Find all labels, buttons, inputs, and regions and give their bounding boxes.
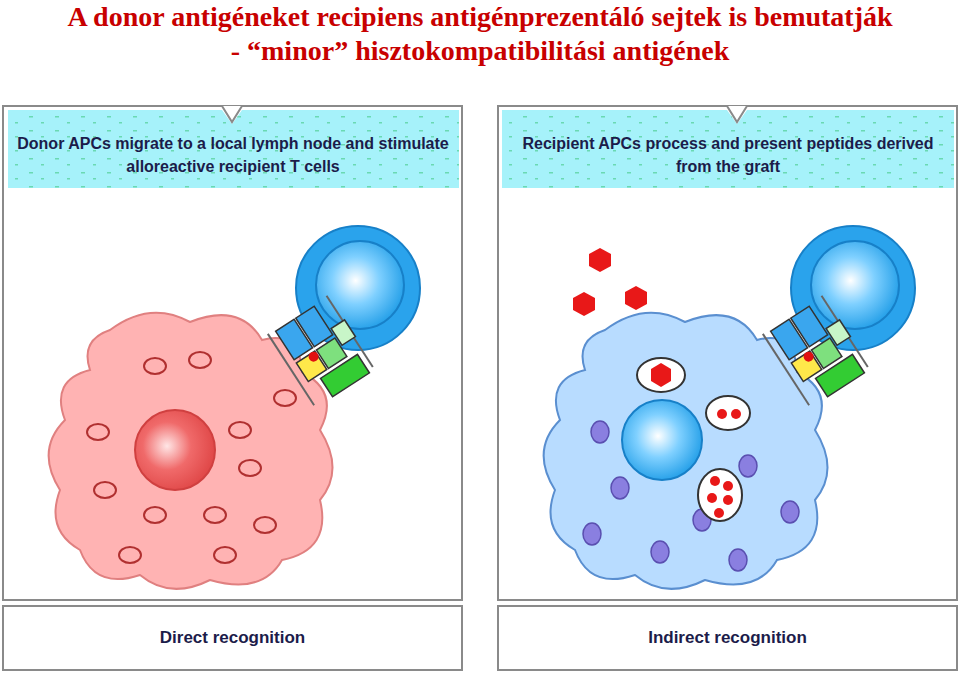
donor-apc xyxy=(49,313,333,589)
panel-heading: Donor APCs migrate to a local lymph node… xyxy=(16,132,450,178)
t-cell xyxy=(296,226,420,350)
receptor-complex xyxy=(268,295,376,408)
header-band: Recipient APCs process and present pepti… xyxy=(505,124,951,186)
header-band: Donor APCs migrate to a local lymph node… xyxy=(10,124,456,186)
t-cell xyxy=(791,226,915,350)
panel-notch xyxy=(222,106,242,122)
panel-frame xyxy=(3,106,462,600)
label-box: Direct recognition xyxy=(5,608,460,668)
band-texture xyxy=(8,110,459,188)
slide-title: A donor antigéneket recipiens antigénpre… xyxy=(0,0,960,68)
panel-frame xyxy=(498,106,957,600)
panel-label: Indirect recognition xyxy=(648,626,807,650)
band-texture xyxy=(502,110,954,188)
label-box: Indirect recognition xyxy=(500,608,955,668)
panel-label: Direct recognition xyxy=(160,626,305,650)
panel-heading: Recipient APCs process and present pepti… xyxy=(511,132,945,178)
header-band xyxy=(502,110,954,188)
receptor-complex xyxy=(763,295,871,408)
label-frame xyxy=(498,606,957,670)
header-band xyxy=(8,110,459,188)
label-frame xyxy=(3,606,462,670)
recipient-apc xyxy=(544,248,828,589)
panel-notch xyxy=(727,106,747,122)
